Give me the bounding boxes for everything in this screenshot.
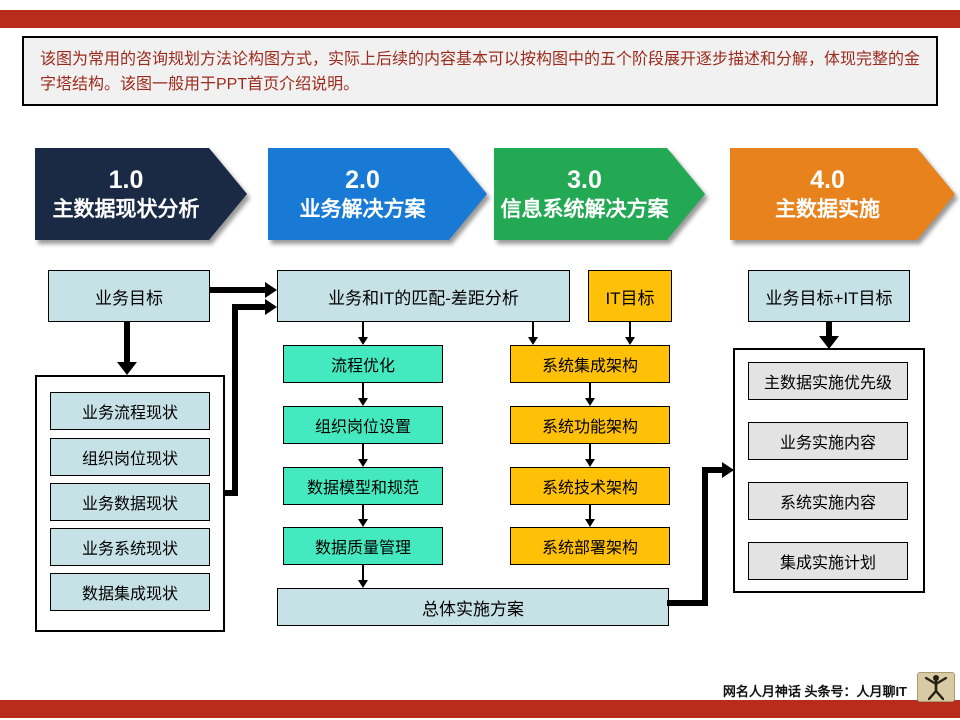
arrow-architecture-flow <box>585 383 595 406</box>
it-architecture-item: 系统技术架构 <box>510 467 670 505</box>
current-state-item: 组织岗位现状 <box>50 438 210 476</box>
business-solution-item: 数据质量管理 <box>283 527 443 565</box>
phase-2-title: 业务解决方案 <box>299 197 426 221</box>
arrow-gap-to-process <box>358 322 368 345</box>
business-solution-item: 组织岗位设置 <box>283 406 443 444</box>
implementation-item: 业务实施内容 <box>748 422 908 460</box>
implementation-item: 系统实施内容 <box>748 482 908 520</box>
arrow-to-overall-plan <box>358 565 368 588</box>
phase-1-number: 1.0 <box>108 165 144 194</box>
top-accent-bar <box>0 10 960 28</box>
gap-analysis-box: 业务和IT的匹配-差距分析 <box>277 270 570 322</box>
current-state-item: 数据集成现状 <box>50 573 210 611</box>
current-state-item: 业务系统现状 <box>50 528 210 566</box>
business-solution-item: 流程优化 <box>283 345 443 383</box>
arrow-process-flow <box>358 505 368 527</box>
arrow-gap-to-architecture <box>528 322 538 345</box>
it-goal-box: IT目标 <box>588 270 672 322</box>
phase-4-title: 主数据实施 <box>775 197 880 221</box>
intro-text: 该图为常用的咨询规划方法论构图方式，实际上后续的内容基本可以按构图中的五个阶段展… <box>40 51 921 93</box>
phase-chevron-4: 4.0 主数据实施 <box>730 148 955 240</box>
combined-goal-box: 业务目标+IT目标 <box>748 270 910 322</box>
phase-3-title: 信息系统解决方案 <box>500 197 669 221</box>
intro-description-box: 该图为常用的咨询规划方法论构图方式，实际上后续的内容基本可以按构图中的五个阶段展… <box>22 36 938 106</box>
arrow-process-flow <box>358 383 368 406</box>
it-architecture-item: 系统部署架构 <box>510 527 670 565</box>
bottom-accent-bar <box>0 700 960 718</box>
phase-chevron-2: 2.0 业务解决方案 <box>268 148 487 240</box>
business-solution-item: 数据模型和规范 <box>283 467 443 505</box>
phase-3-number: 3.0 <box>567 165 602 194</box>
overall-plan-box: 总体实施方案 <box>277 588 669 626</box>
current-state-item: 业务流程现状 <box>50 392 210 430</box>
phase-chevron-3: 3.0 信息系统解决方案 <box>494 148 705 240</box>
vitruvian-man-figure <box>924 675 948 701</box>
implementation-container: 主数据实施优先级 业务实施内容 系统实施内容 集成实施计划 <box>733 348 925 593</box>
arrow-process-flow <box>358 444 368 467</box>
business-goal-box: 业务目标 <box>48 270 210 322</box>
current-state-item: 业务数据现状 <box>50 483 210 521</box>
current-state-container: 业务流程现状 组织岗位现状 业务数据现状 业务系统现状 数据集成现状 <box>35 375 225 632</box>
phase-1-title: 主数据现状分析 <box>52 197 200 221</box>
arrow-itgoal-to-architecture <box>625 322 635 345</box>
phase-chevron-1: 1.0 主数据现状分析 <box>35 148 247 240</box>
vitruvian-man-logo-icon <box>917 672 955 702</box>
it-architecture-item: 系统集成架构 <box>510 345 670 383</box>
it-architecture-item: 系统功能架构 <box>510 406 670 444</box>
implementation-item: 集成实施计划 <box>748 542 908 580</box>
arrow-architecture-flow <box>585 444 595 467</box>
implementation-item: 主数据实施优先级 <box>748 362 908 400</box>
footer-credit: 网名人月神话 头条号：人月聊IT <box>722 684 907 699</box>
phase-2-number: 2.0 <box>345 165 380 194</box>
arrow-architecture-flow <box>585 505 595 527</box>
phase-4-number: 4.0 <box>810 165 845 194</box>
